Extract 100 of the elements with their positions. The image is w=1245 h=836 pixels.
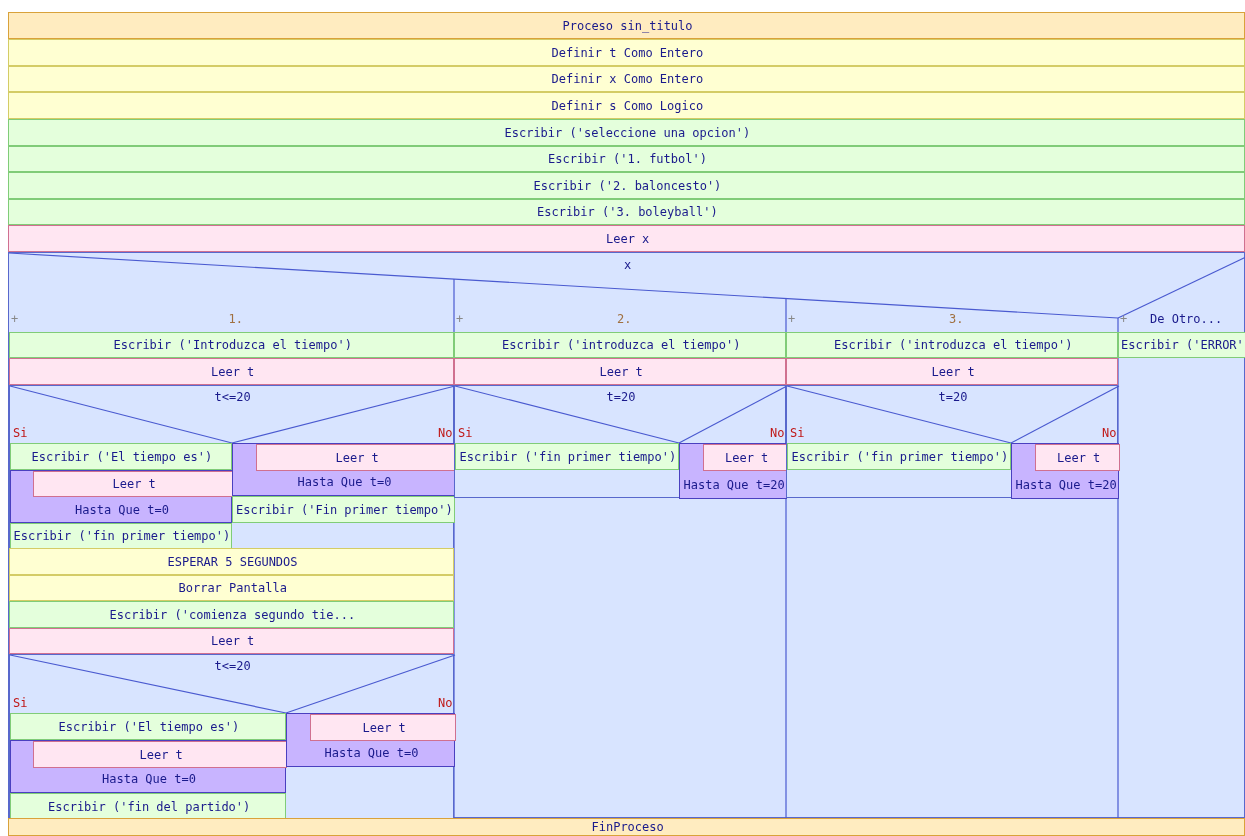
statement-text: Escribir ('ERROR' (1121, 338, 1244, 352)
repeat-loop-block (286, 713, 455, 767)
statement-block (8, 66, 1245, 92)
repeat-loop-block (679, 443, 787, 499)
input-block (703, 444, 788, 471)
statement-text: Leer t (362, 720, 406, 735)
statement-text: Escribir ('Introduzca el tiempo') (113, 338, 352, 352)
repeat-loop-block (10, 470, 232, 523)
output-block (8, 119, 1245, 146)
case-option-label: De Otro... (1150, 312, 1223, 326)
repeat-loop-block (232, 443, 455, 496)
condition-block (9, 385, 454, 550)
process-block (8, 818, 1245, 836)
case-option-label: 2. (617, 312, 632, 326)
statement-text: Leer t (335, 450, 379, 465)
loop-condition-text: Hasta Que t=0 (297, 475, 392, 489)
statement-text: Escribir ('El tiempo es') (58, 719, 240, 734)
output-block (10, 523, 232, 549)
output-block (786, 332, 1118, 358)
statement-block (9, 575, 454, 601)
statement-text: Escribir ('Fin primer tiempo') (236, 502, 453, 517)
output-block (9, 601, 454, 628)
input-block (33, 741, 287, 768)
output-block (787, 443, 1011, 470)
statement-text: Escribir ('El tiempo es') (31, 449, 213, 464)
statement-text: Proceso sin_titulo (562, 18, 693, 33)
statement-text: Escribir ('comienza segundo tie... (109, 607, 356, 622)
input-block (9, 628, 454, 654)
condition-block (786, 385, 1118, 498)
statement-text: ESPERAR 5 SEGUNDOS (167, 554, 298, 569)
statement-text: Leer t (599, 364, 643, 379)
input-block (1035, 444, 1120, 471)
input-block (8, 225, 1245, 252)
statement-text: Leer t (211, 364, 255, 379)
statement-block (8, 92, 1245, 119)
case-option-label: 3. (949, 312, 964, 326)
condition-text: t<=20 (214, 659, 251, 673)
expand-mark: + (456, 312, 464, 326)
output-block (10, 713, 286, 740)
statement-text: FinProceso (591, 820, 664, 834)
statement-text: Leer t (139, 747, 183, 762)
process-block (8, 12, 1245, 39)
condition-block (454, 385, 786, 498)
output-block (455, 443, 679, 470)
condition-block (9, 654, 454, 819)
statement-text: Leer t (1057, 450, 1101, 465)
statement-text: Escribir ('introduzca el tiempo') (834, 338, 1073, 352)
statement-block (9, 548, 454, 575)
statement-text: Escribir ('fin del partido') (48, 799, 251, 814)
input-block (786, 358, 1118, 385)
expand-mark: + (1120, 312, 1128, 326)
output-block (454, 332, 786, 358)
loop-condition-text: Hasta Que t=0 (324, 746, 419, 760)
statement-text: Definir x Como Entero (551, 72, 704, 86)
no-branch-label: No (438, 696, 453, 710)
statement-text: Escribir ('3. boleyball') (537, 205, 718, 219)
condition-text: t=20 (606, 390, 636, 404)
output-block (232, 496, 455, 523)
statement-text: Leer t (931, 364, 975, 379)
loop-condition-text: Hasta Que t=20 (683, 478, 785, 492)
loop-condition-text: Hasta Que t=0 (75, 503, 169, 517)
statement-text: Definir s Como Logico (551, 98, 704, 113)
no-branch-label: No (438, 426, 453, 440)
statement-text: Definir t Como Entero (551, 45, 704, 60)
yes-branch-label: Si (13, 426, 28, 440)
output-block (8, 172, 1245, 199)
statement-text: Escribir ('seleccione una opcion') (504, 125, 751, 140)
case-block (8, 252, 1245, 818)
output-block (8, 199, 1245, 225)
output-block (10, 443, 232, 470)
loop-condition-text: Hasta Que t=20 (1015, 478, 1117, 492)
output-block (10, 793, 286, 820)
statement-text: Leer t (211, 634, 255, 648)
yes-branch-label: Si (13, 696, 28, 710)
input-block (256, 444, 456, 471)
input-block (310, 714, 456, 741)
repeat-loop-block (10, 740, 286, 793)
case-variable: x (624, 258, 632, 272)
output-block (1118, 332, 1245, 358)
statement-block (8, 39, 1245, 66)
statement-text: Escribir ('introduzca el tiempo') (502, 338, 741, 352)
statement-text: Escribir ('fin primer tiempo') (791, 449, 1009, 464)
repeat-loop-block (1011, 443, 1119, 499)
condition-text: t=20 (938, 390, 968, 404)
input-block (454, 358, 786, 385)
statement-text: Escribir ('2. baloncesto') (533, 178, 722, 193)
no-branch-label: No (770, 426, 785, 440)
statement-text: Leer t (112, 477, 156, 491)
input-block (9, 358, 454, 385)
loop-condition-text: Hasta Que t=0 (102, 772, 196, 786)
statement-text: Borrar Pantalla (178, 581, 287, 595)
input-block (33, 471, 233, 497)
statement-text: Escribir ('1. futbol') (548, 152, 707, 166)
output-block (9, 332, 454, 358)
statement-text: Escribir ('fin primer tiempo') (459, 449, 677, 464)
expand-mark: + (788, 312, 796, 326)
condition-text: t<=20 (214, 390, 251, 404)
statement-text: Leer x (606, 231, 650, 246)
yes-branch-label: Si (458, 426, 473, 440)
statement-text: Escribir ('fin primer tiempo') (13, 529, 231, 543)
